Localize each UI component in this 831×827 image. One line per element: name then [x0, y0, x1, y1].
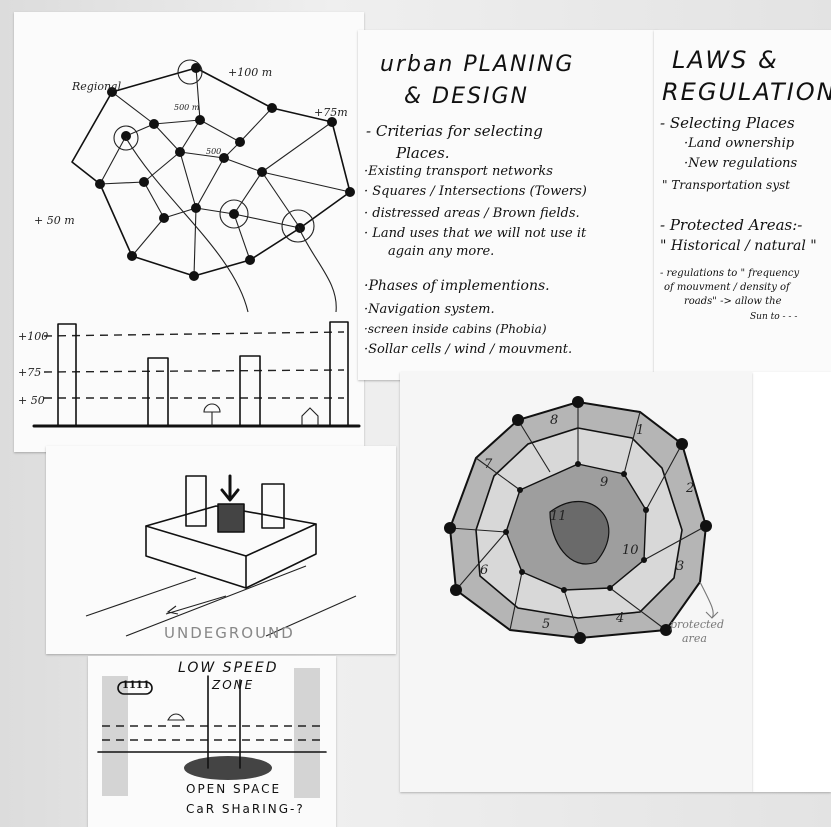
urban-title-line1: urban PLANING: [380, 52, 575, 77]
urban-line: · distressed areas / Brown fields.: [364, 206, 580, 221]
laws-line: - Protected Areas:-: [660, 216, 803, 234]
urban-line: ·Existing transport networks: [364, 164, 553, 179]
underground-drawing: [85, 474, 357, 637]
laws-line: - regulations to " frequency: [660, 268, 800, 279]
urban-line: ·Phases of implementions.: [364, 278, 550, 294]
svg-text:+100: +100: [18, 330, 48, 343]
laws-title-line2: REGULATION: [662, 78, 831, 106]
low-speed-zone-sketch: 1111 LOW SPEED ZONE OPEN SPACE CaR SHaRI…: [88, 656, 336, 827]
laws-line: Sun to - - -: [750, 312, 798, 322]
svg-text:5: 5: [542, 617, 550, 632]
car-sharing-caption: CaR SHaRING-?: [186, 802, 305, 816]
svg-text:Regional: Regional: [71, 80, 122, 93]
low-speed-drawing: [97, 668, 327, 798]
urban-line: · Squares / Intersections (Towers): [364, 184, 587, 199]
zone-title: ZONE: [212, 678, 255, 692]
svg-text:11: 11: [550, 509, 567, 524]
svg-text:+75: +75: [18, 366, 41, 379]
svg-text:9: 9: [600, 475, 608, 490]
blank-sheet: [752, 372, 831, 792]
svg-text:area: area: [682, 632, 707, 645]
urban-line: - Criterias for selecting: [366, 122, 543, 140]
urban-line: Places.: [396, 144, 450, 162]
laws-line: " Transportation syst: [662, 178, 791, 192]
laws-title-line1: LAWS &: [672, 46, 779, 74]
svg-text:2: 2: [685, 481, 694, 496]
urban-line: ·Navigation system.: [364, 302, 495, 317]
low-speed-title: LOW SPEED: [178, 660, 279, 676]
network-sketch-sheet: Regional +100 m +75m + 50 m 500 m 500 +1…: [14, 12, 364, 452]
underground-sketch: UNDEGROUND: [46, 446, 396, 654]
laws-line: ·New regulations: [684, 156, 798, 171]
urban-planning-note: urban PLANING & DESIGN - Criterias for s…: [358, 30, 658, 380]
circular-plan-drawing: 1 2 3 4 5 6 7 8 9 10 11 protected area: [444, 396, 724, 645]
network-nodes: [95, 63, 355, 281]
svg-text:4: 4: [615, 611, 624, 626]
urban-line: again any more.: [388, 244, 495, 259]
laws-line: roads" -> allow the: [684, 296, 782, 307]
plan-nodes: [444, 396, 712, 644]
circular-plan-sheet: 1 2 3 4 5 6 7 8 9 10 11 protected area: [400, 372, 752, 792]
urban-title-line2: & DESIGN: [404, 84, 529, 109]
svg-text:+ 50: + 50: [18, 394, 45, 407]
svg-text:+ 50 m: + 50 m: [34, 214, 75, 227]
svg-text:6: 6: [480, 563, 488, 578]
laws-line: ·Land ownership: [684, 136, 795, 151]
svg-text:protected: protected: [670, 618, 724, 631]
urban-line: ·screen inside cabins (Phobia): [364, 322, 547, 336]
svg-text:500: 500: [206, 147, 221, 156]
svg-text:1: 1: [636, 423, 644, 438]
urban-line: · Land uses that we will not use it: [364, 226, 587, 241]
underground-caption: UNDEGROUND: [164, 624, 295, 642]
svg-text:500 m: 500 m: [174, 103, 200, 112]
urban-line: ·Sollar cells / wind / mouvment.: [364, 342, 573, 357]
svg-text:7: 7: [484, 457, 493, 472]
laws-line: of mouvment / density of: [664, 282, 790, 293]
svg-text:8: 8: [550, 413, 558, 428]
svg-text:3: 3: [676, 559, 684, 574]
svg-text:+100 m: +100 m: [228, 66, 272, 79]
svg-text:10: 10: [622, 543, 639, 558]
laws-regulation-note: LAWS & REGULATION - Selecting Places ·La…: [654, 30, 831, 375]
network-diagram: Regional +100 m +75m + 50 m 500 m 500 +1…: [18, 59, 361, 428]
svg-text:+75m: +75m: [314, 106, 348, 119]
open-space-caption: OPEN SPACE: [186, 782, 282, 796]
laws-line: - Selecting Places: [660, 114, 795, 132]
sign-1111: 1111: [122, 680, 150, 691]
laws-line: " Historical / natural ": [660, 238, 817, 254]
